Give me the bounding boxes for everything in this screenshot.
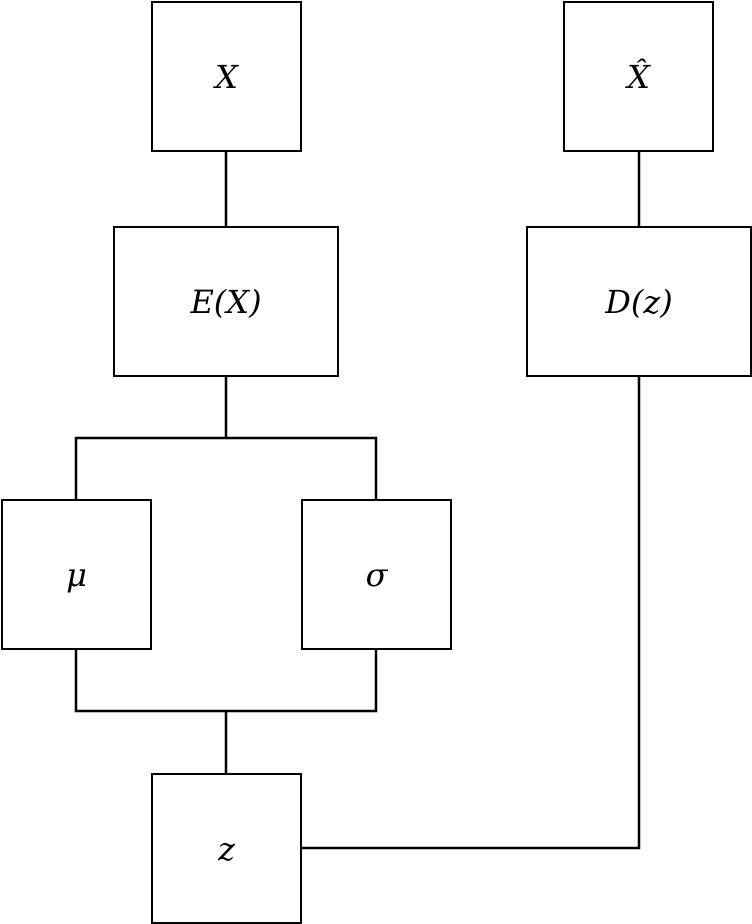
encoder-node: E(X)	[113, 226, 339, 377]
encoder-label: E(X)	[190, 282, 262, 321]
input-node: X	[151, 1, 302, 152]
decoder-label: D(z)	[605, 282, 673, 321]
edge-mu-sigma-merge	[74, 649, 378, 713]
output-node: X̂	[563, 1, 714, 152]
decoder-node: D(z)	[526, 226, 752, 377]
mu-node: μ	[1, 499, 152, 650]
latent-node: z	[151, 773, 302, 924]
edge-latent-decoder	[301, 376, 641, 850]
edge-encoder-sigma	[226, 436, 378, 499]
edge-encoder-mu-sigma	[74, 376, 228, 499]
sigma-node: σ	[301, 499, 452, 650]
output-label: X̂	[627, 57, 650, 96]
mu-label: μ	[66, 555, 87, 594]
input-label: X	[215, 57, 238, 96]
sigma-label: σ	[365, 555, 388, 594]
latent-label: z	[218, 829, 235, 868]
